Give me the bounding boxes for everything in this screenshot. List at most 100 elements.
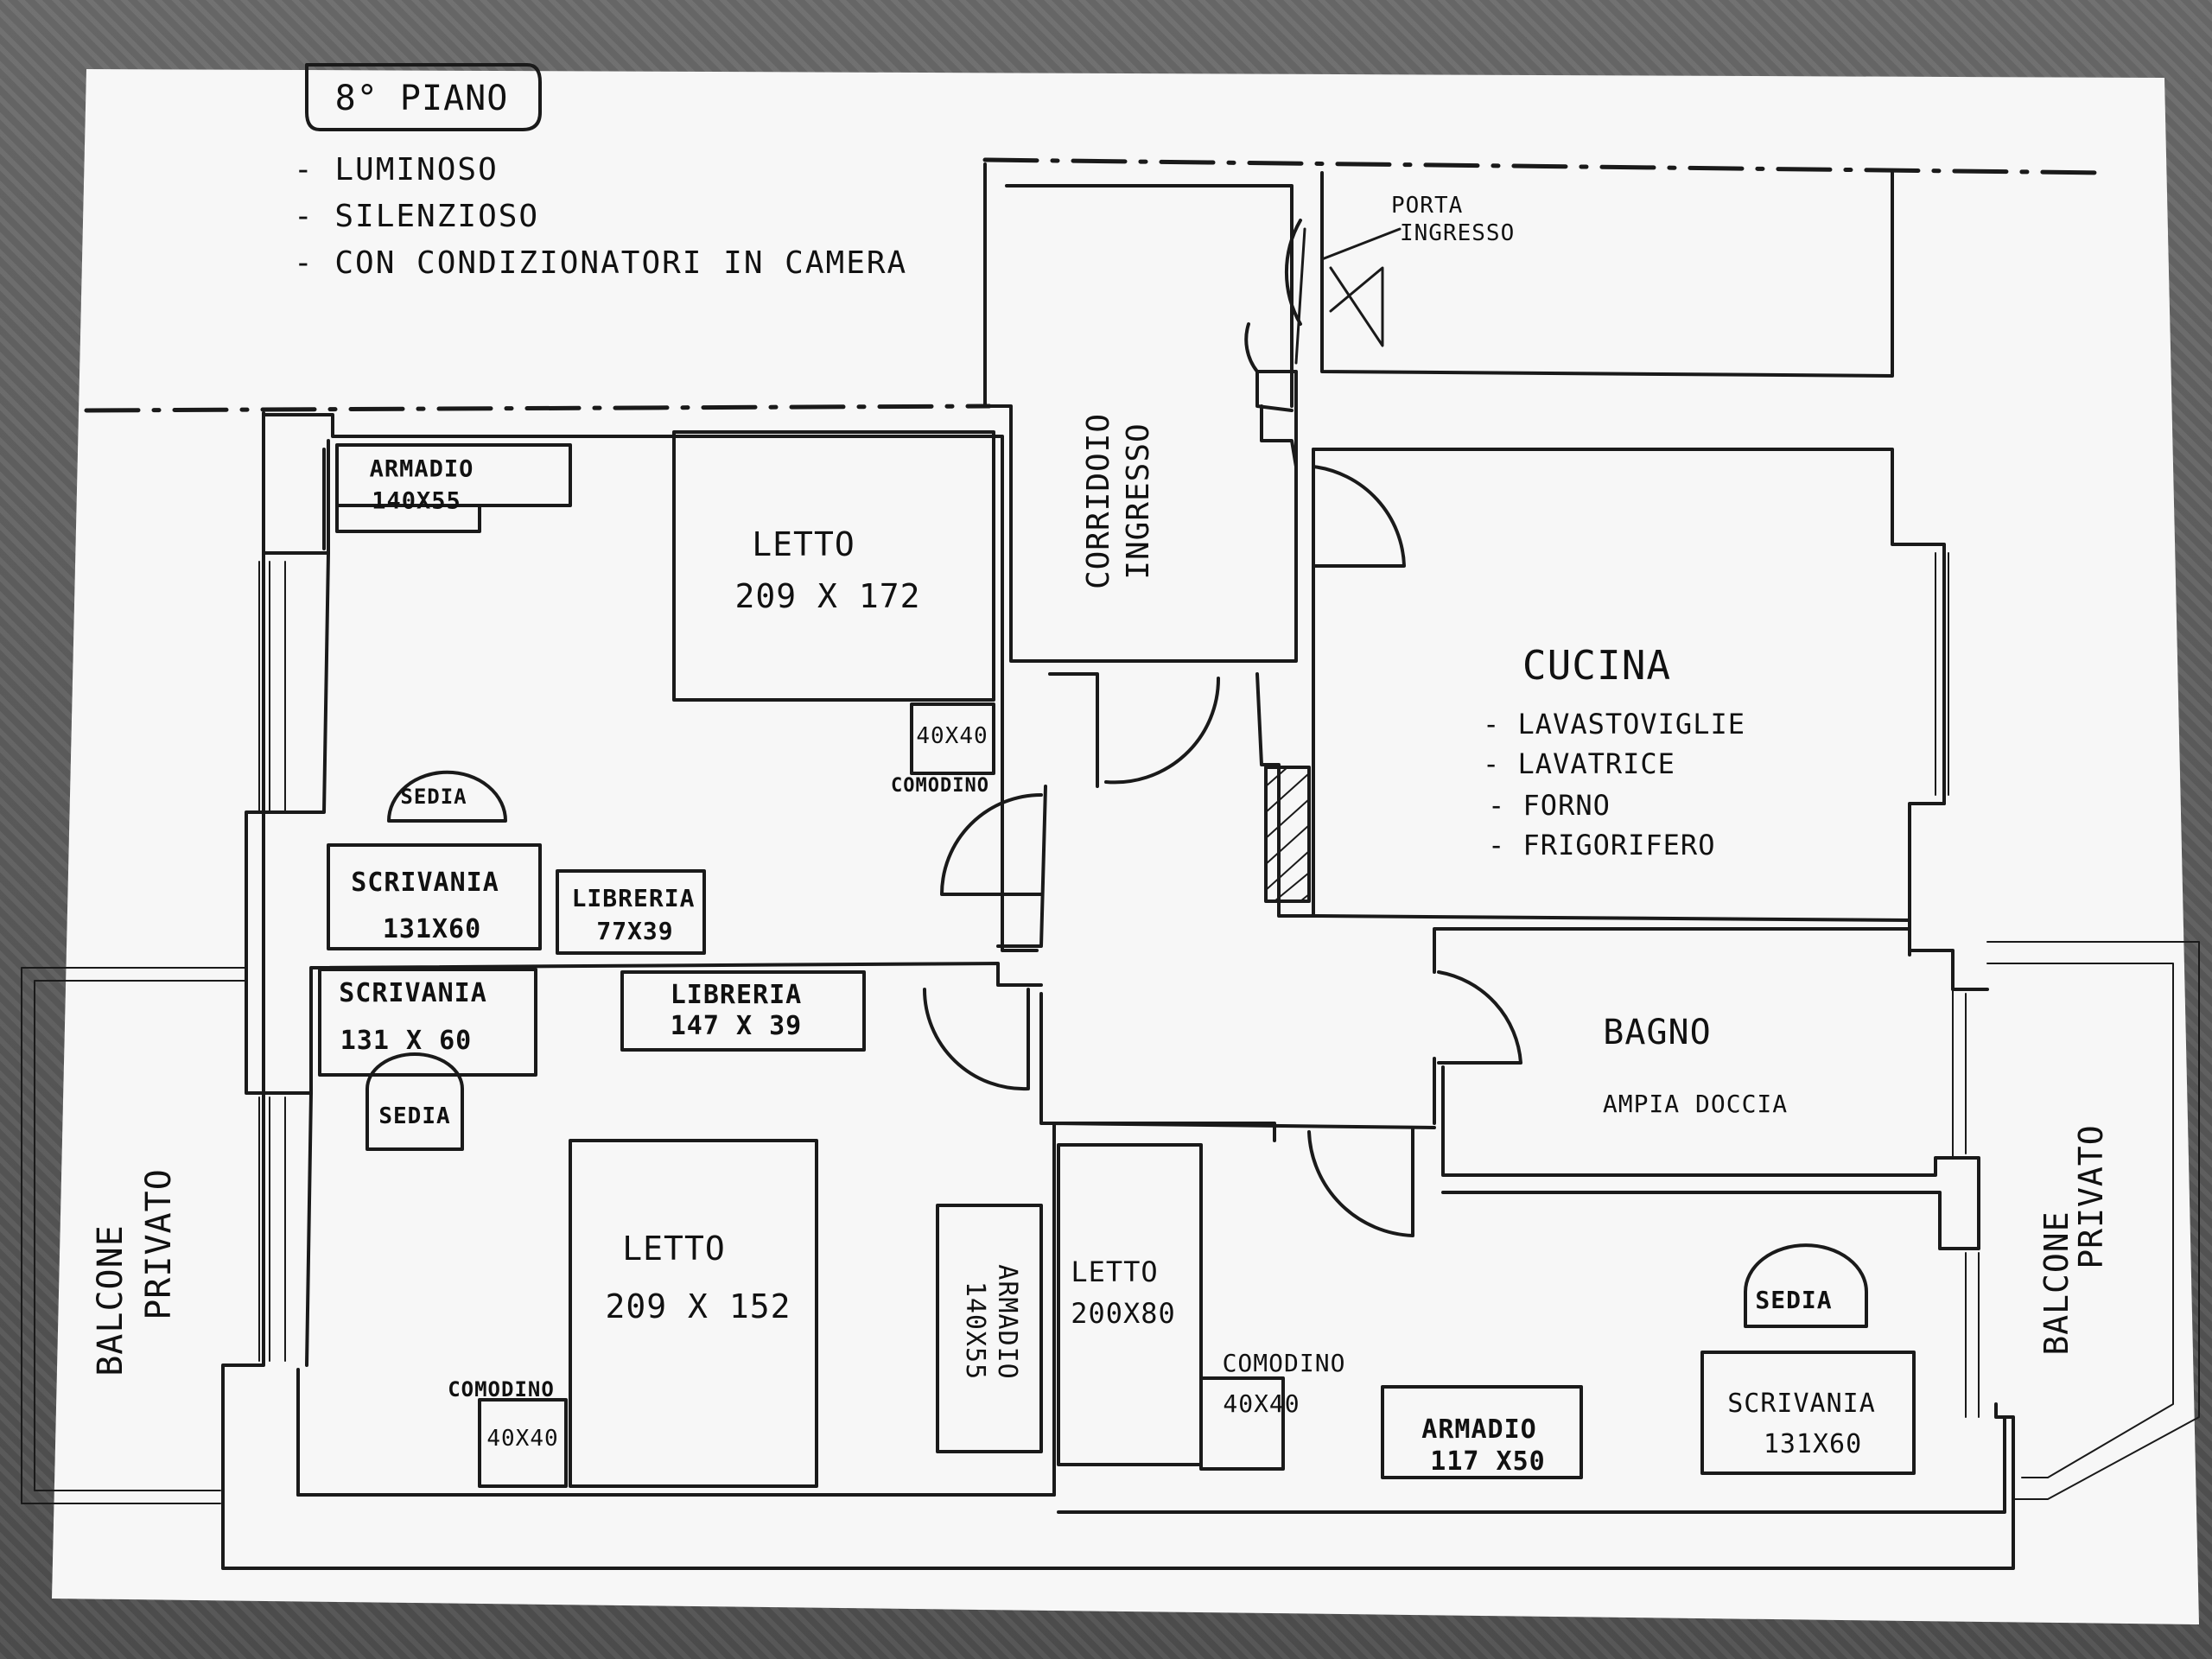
entrance-door-swing-small (1244, 322, 1259, 373)
desk-3 (1700, 1351, 1916, 1475)
nightstand-2-label: COMODINO (448, 1377, 555, 1402)
chair-3-label: SEDIA (1755, 1286, 1833, 1314)
entrance-door-swing (1284, 219, 1302, 326)
wardrobe-2-label: ARMADIO (992, 1264, 1022, 1380)
nightstand-2-size: 40X40 (486, 1426, 559, 1452)
desk-3-label: SCRIVANIA (1727, 1389, 1876, 1419)
desk-1 (327, 843, 542, 950)
window-west-1 (258, 561, 286, 813)
corridor-label-2: INGRESSO (1121, 423, 1156, 580)
corridor-nook (1260, 404, 1298, 468)
bed-3-label: LETTO (1071, 1255, 1159, 1288)
balcony-left-label-1: BALCONE (91, 1224, 130, 1376)
desk-3-size: 131X60 (1763, 1429, 1863, 1459)
balcony-right-label-1: BALCONE (2037, 1211, 2075, 1356)
wardrobe-1-size: 140X55 (372, 487, 461, 515)
bookcase-2 (620, 970, 866, 1052)
bookcase-1-size: 77X39 (596, 917, 674, 945)
balcony-left-outline (21, 967, 247, 1504)
chair-2 (365, 1052, 464, 1151)
desk-2-label: SCRIVANIA (339, 978, 487, 1008)
wall-bedroom3-south (1057, 1415, 2006, 1514)
paper-sheet (52, 69, 2199, 1624)
chair-3 (1744, 1243, 1868, 1328)
hall-wall-east (1255, 672, 1315, 918)
bed-2 (569, 1139, 818, 1488)
bedroom2-west-wall (305, 1091, 313, 1367)
feature-item: - LUMINOSO (294, 152, 499, 188)
bathroom-wall-south (1441, 1065, 1980, 1250)
kitchen-pillar (1908, 802, 1989, 991)
wardrobe-2 (936, 1204, 1043, 1453)
desk-1-label: SCRIVANIA (351, 868, 499, 898)
corridor-top-wall (1005, 184, 1294, 408)
nightstand-3-size: 40X40 (1223, 1389, 1300, 1418)
bedroom1-door-swing (940, 793, 1043, 896)
corridor-door-swing (1104, 677, 1221, 785)
wardrobe-1-label: ARMADIO (369, 455, 474, 483)
bathroom-title: BAGNO (1603, 1013, 1712, 1052)
boundary-line-top (982, 157, 2111, 175)
nightstand-3-label: COMODINO (1222, 1349, 1346, 1377)
wardrobe-1 (335, 443, 572, 507)
balcony-left-label-2: PRIVATO (139, 1168, 179, 1320)
desk-1-size: 131X60 (382, 914, 482, 944)
kitchen-wall-north (1312, 448, 1946, 805)
bedroom1-wall (262, 413, 1039, 952)
bed-1-label: LETTO (752, 525, 855, 563)
bed-2-size: 209 X 152 (605, 1287, 791, 1325)
kitchen-title: CUCINA (1522, 642, 1672, 689)
kitchen-item: - FRIGORIFERO (1488, 829, 1716, 861)
bed-1-size: 209 X 172 (734, 577, 921, 615)
boundary-line-left (84, 404, 992, 413)
balcony-right-label-2: PRIVATO (2072, 1124, 2110, 1269)
balcony-right-inner (1986, 963, 2174, 1478)
floor-title: 8° PIANO (334, 79, 509, 118)
entrance-arrow-triangle (1329, 266, 1384, 347)
hall-wall-south (1039, 992, 1276, 1142)
neighbor-wall (1320, 171, 1894, 378)
wardrobe-3-size: 117 X50 (1430, 1446, 1546, 1477)
outer-wall-left-bottom (221, 411, 2015, 1570)
window-west-2 (258, 1096, 286, 1362)
bookcase-2-label: LIBRERIA (670, 980, 803, 1010)
kitchen-item: - FORNO (1488, 789, 1611, 822)
window-kitchen (1935, 552, 1949, 796)
bed-3-size: 200X80 (1071, 1297, 1176, 1330)
kitchen-wall-west (1312, 448, 1911, 922)
corridor-wall (983, 162, 1298, 663)
nightstand-2 (478, 1398, 568, 1488)
chair-1-label: SEDIA (400, 785, 467, 809)
balcony-right-outline (1986, 941, 2200, 1500)
bedroom2-door-swing (922, 988, 1030, 1091)
entrance-door-label-1: PORTA (1391, 193, 1464, 219)
kitchen-door-swing (1312, 465, 1406, 568)
bookcase-2-size: 147 X 39 (670, 1011, 803, 1041)
bathroom-door-swing (1437, 970, 1522, 1065)
corridor-label-1: CORRIDOIO (1081, 412, 1116, 590)
bathroom-note: AMPIA DOCCIA (1602, 1090, 1789, 1118)
wardrobe-3 (1381, 1385, 1583, 1479)
chair-1 (387, 770, 507, 823)
features-list: - LUMINOSO - SILENZIOSO - CON CONDIZIONA… (294, 147, 907, 287)
nightstand-1-size: 40X40 (916, 723, 988, 749)
feature-item: - CON CONDIZIONATORI IN CAMERA (294, 245, 908, 281)
entrance-door-label-2: INGRESSO (1400, 220, 1516, 246)
kitchen-item: - LAVASTOVIGLIE (1483, 708, 1745, 741)
bed-1 (672, 430, 995, 702)
feature-item: - SILENZIOSO (294, 199, 540, 234)
floor-badge (305, 63, 542, 131)
desk-2-size: 131 X 60 (340, 1026, 473, 1056)
bed-3 (1057, 1143, 1203, 1466)
balcony-left-inner (34, 980, 247, 1491)
bookcase-1 (556, 869, 706, 955)
nightstand-3 (1199, 1376, 1285, 1471)
kitchen-item: - LAVATRICE (1483, 747, 1675, 780)
wardrobe-2-size: 140X55 (960, 1281, 990, 1381)
hall-wall-west (996, 672, 1099, 948)
nightstand-1 (910, 702, 995, 775)
chair-2-label: SEDIA (378, 1103, 451, 1129)
bathroom-wall-north (1433, 927, 1911, 974)
